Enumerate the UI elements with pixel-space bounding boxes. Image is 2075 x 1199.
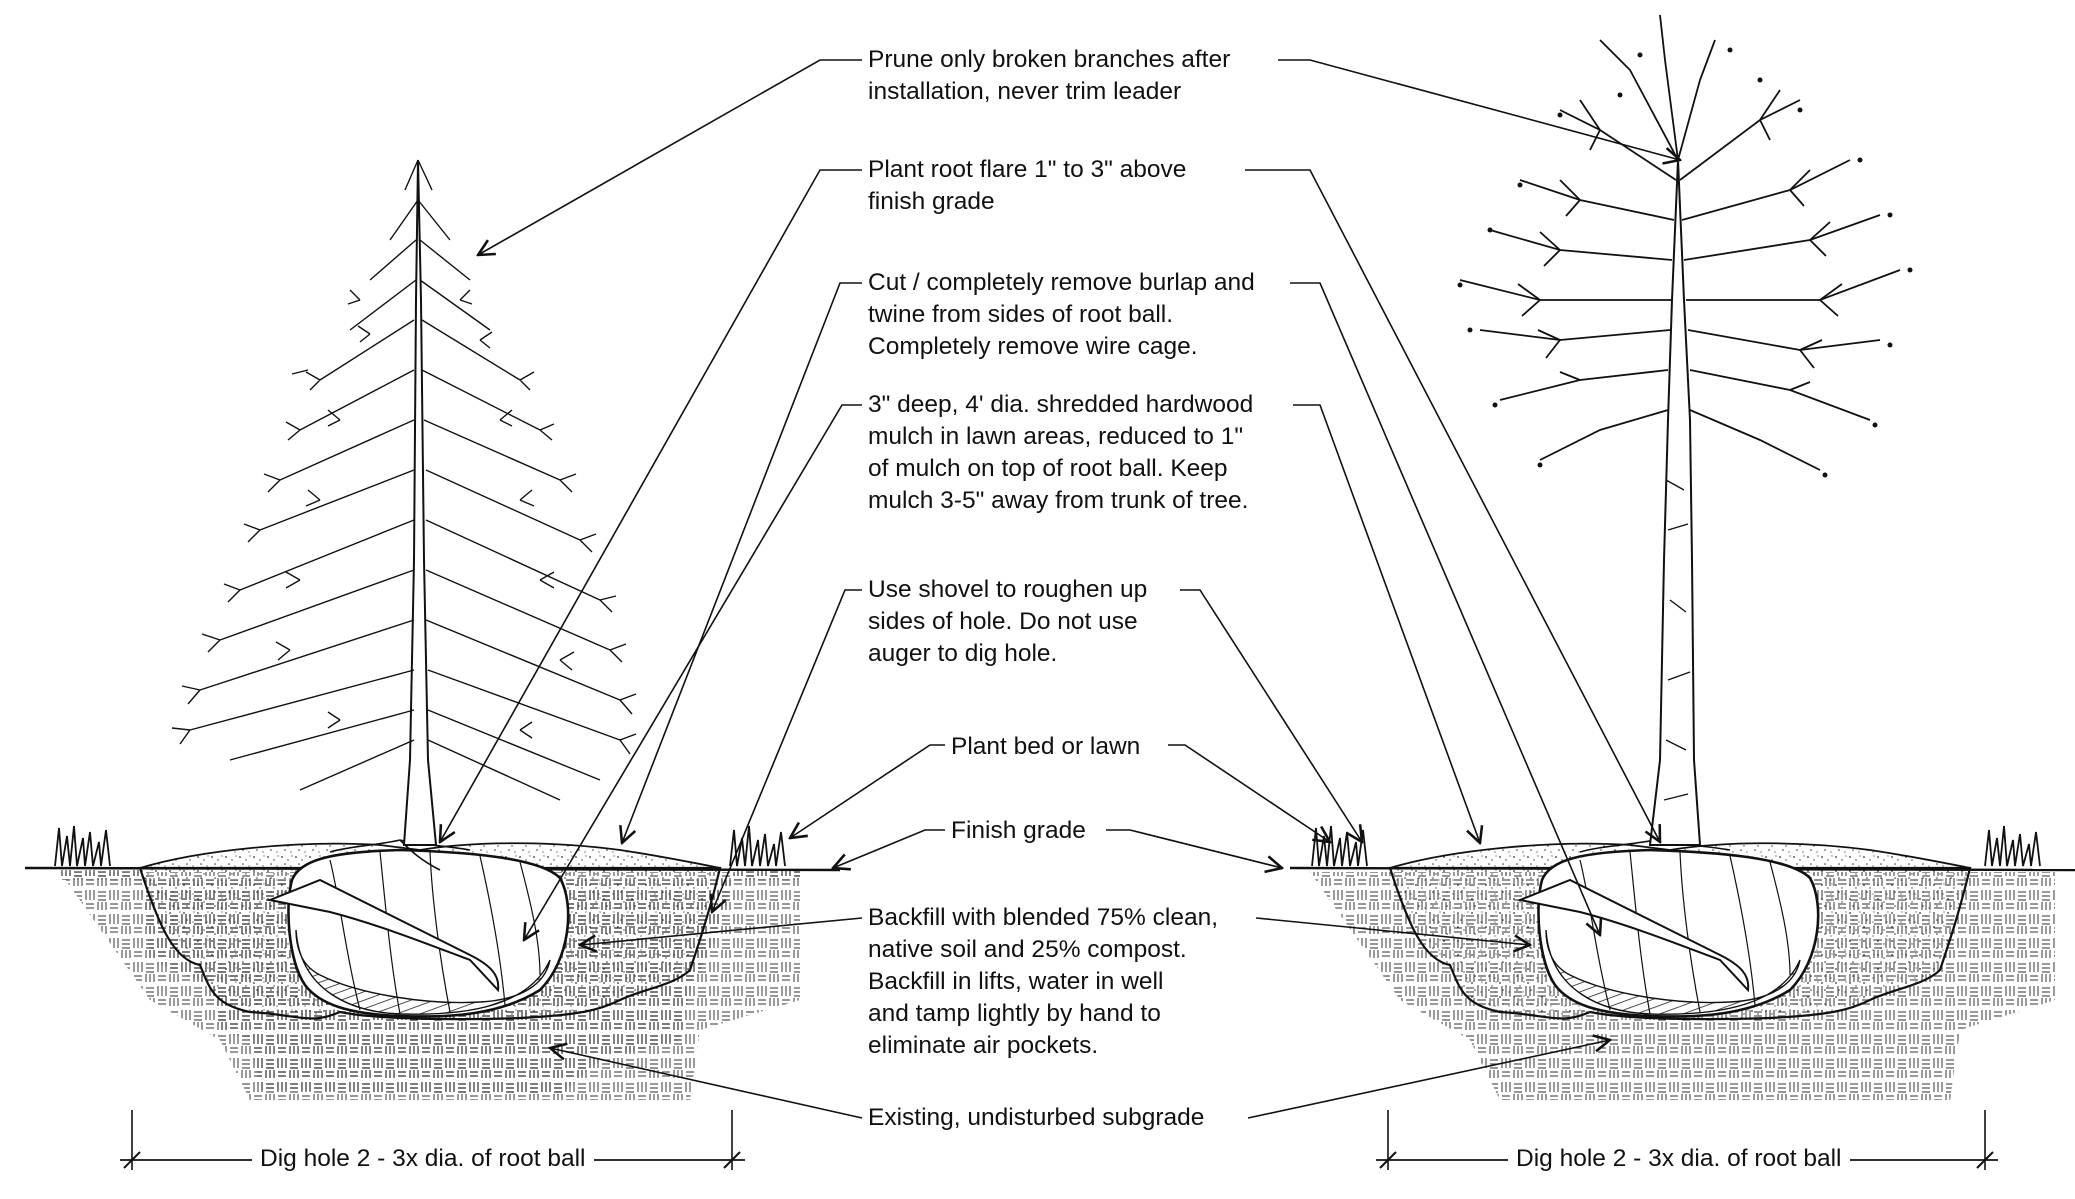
label-mulch: 3" deep, 4' dia. shredded hardwood mulch… <box>868 389 1254 517</box>
left-burlap-flap <box>266 878 500 993</box>
left-conifer-foliage <box>171 159 637 801</box>
dimension-right: Dig hole 2 - 3x dia. of root ball <box>1508 1144 1850 1174</box>
label-root-flare: Plant root flare 1" to 3" above finish g… <box>868 154 1187 218</box>
left-tree-trunk <box>402 159 438 846</box>
left-planting-section <box>24 159 841 1170</box>
label-shovel: Use shovel to roughen up sides of hole. … <box>868 574 1148 670</box>
dimension-left: Dig hole 2 - 3x dia. of root ball <box>252 1144 594 1174</box>
right-tree-trunk <box>1648 159 1702 846</box>
label-finish-grade: Finish grade <box>951 815 1086 847</box>
right-grass <box>1311 825 2041 867</box>
label-burlap: Cut / completely remove burlap and twine… <box>868 267 1255 363</box>
right-burlap-flap <box>1516 878 1750 993</box>
label-plant-bed: Plant bed or lawn <box>951 731 1141 763</box>
label-prune: Prune only broken branches after install… <box>868 44 1231 108</box>
label-backfill: Backfill with blended 75% clean, native … <box>868 902 1219 1062</box>
leader-lines <box>440 59 1680 1119</box>
right-deciduous-branches <box>1459 14 1901 471</box>
label-subgrade: Existing, undisturbed subgrade <box>868 1102 1205 1134</box>
right-buds <box>1457 47 1913 478</box>
right-planting-section <box>1289 14 2075 1170</box>
left-grass <box>54 825 786 867</box>
